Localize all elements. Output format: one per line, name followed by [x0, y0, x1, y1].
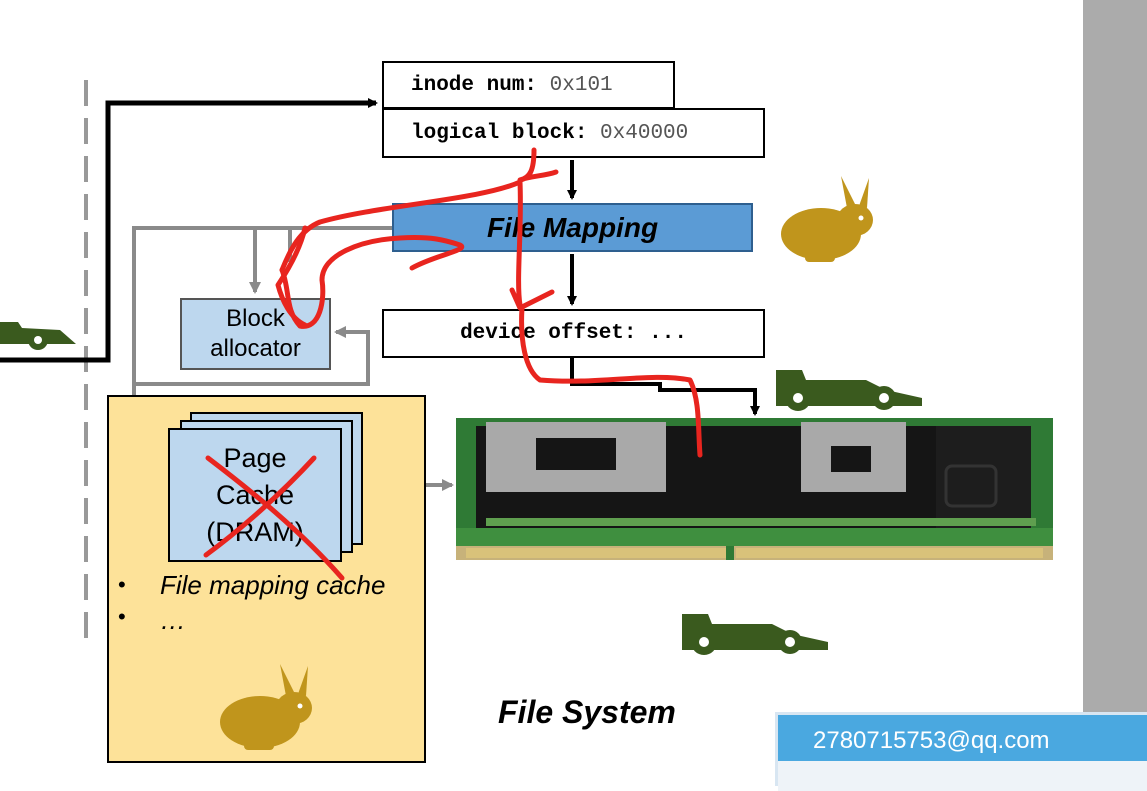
block-allocator-line1: Block [226, 305, 285, 332]
block-allocator-box: Block allocator [180, 298, 331, 370]
file-system-title: File System [498, 694, 676, 730]
bullet-ellipsis: … [160, 605, 186, 635]
annotation-stroke [509, 179, 555, 311]
page-cache-line1: Page [223, 442, 287, 473]
inode-value: 0x101 [549, 73, 613, 97]
rabbit-icon [220, 664, 312, 750]
annotation-stroke [517, 147, 559, 183]
race-car-icon [776, 370, 922, 411]
block-allocator-line2: allocator [210, 335, 301, 362]
race-car-icon [0, 322, 76, 350]
rabbit-icon [781, 176, 873, 262]
annotation-cross [203, 455, 317, 558]
logical-block-label: logical block: [411, 121, 588, 145]
gray-allocator-loop [134, 326, 370, 386]
popup-lower-area [778, 761, 1147, 791]
bullet-marker: • [118, 604, 126, 629]
bullet-file-mapping-cache: File mapping cache [160, 570, 386, 600]
annotation-stroke [519, 305, 703, 458]
logical-block-box: logical block: 0x40000 [382, 108, 765, 158]
pmem-module-image [456, 418, 1053, 560]
account-popup[interactable]: 2780715753@qq.com [775, 712, 1147, 791]
vertical-scrollbar[interactable] [1083, 0, 1147, 786]
logical-block-value: 0x40000 [600, 121, 689, 145]
red-annotation-layer [203, 147, 703, 581]
account-email: 2780715753@qq.com [813, 727, 1050, 754]
device-offset-box: device offset: ... [382, 309, 765, 358]
annotation-cross [205, 455, 345, 581]
annotation-stroke [275, 225, 308, 328]
bullet-marker: • [118, 572, 126, 597]
request-arrow [0, 98, 378, 363]
annotation-stroke [279, 179, 523, 273]
inode-label: inode num: [411, 73, 538, 97]
race-car-icon [682, 614, 828, 655]
annotation-stroke [279, 235, 465, 329]
inode-num-box: inode num: 0x101 [382, 61, 675, 109]
